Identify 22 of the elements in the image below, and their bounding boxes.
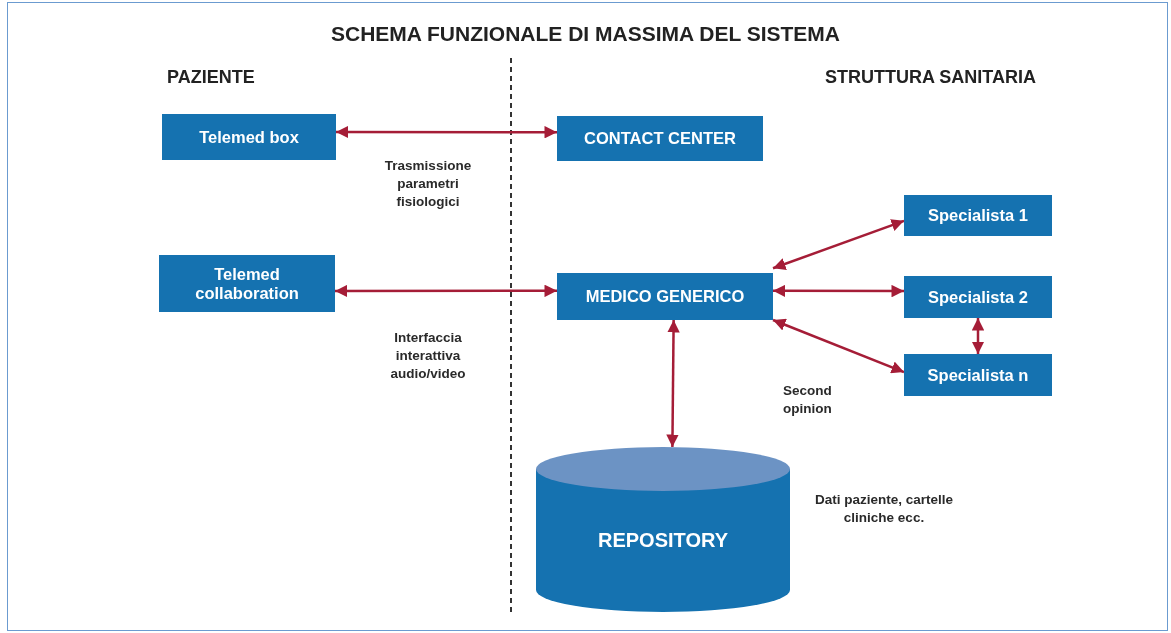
column-heading: PAZIENTE <box>167 66 255 89</box>
edge-label: Interfaccia interattiva audio/video <box>389 329 467 383</box>
edge-label: Trasmissione parametri fisiologici <box>383 157 473 211</box>
process-box: Specialista 1 <box>904 195 1052 236</box>
node-label: REPOSITORY <box>598 527 728 553</box>
note-text: Second opinion <box>783 382 833 418</box>
double-arrow <box>971 318 985 354</box>
process-box: Telemed collaboration <box>159 255 335 312</box>
diagram-title: SCHEMA FUNZIONALE DI MASSIMA DEL SISTEMA <box>329 21 842 47</box>
double-arrow <box>772 219 905 270</box>
process-box: Specialista 2 <box>904 276 1052 318</box>
double-arrow <box>335 284 557 298</box>
process-box: MEDICO GENERICO <box>557 273 773 320</box>
double-arrow <box>336 125 557 139</box>
note-text: Dati paziente, cartelle cliniche ecc. <box>813 491 955 527</box>
process-box: CONTACT CENTER <box>557 116 763 161</box>
process-box: Specialista n <box>904 354 1052 396</box>
column-heading: STRUTTURA SANITARIA <box>825 66 1036 89</box>
double-arrow <box>666 320 680 447</box>
double-arrow <box>773 284 904 298</box>
process-box: Telemed box <box>162 114 336 160</box>
double-arrow <box>772 318 905 374</box>
